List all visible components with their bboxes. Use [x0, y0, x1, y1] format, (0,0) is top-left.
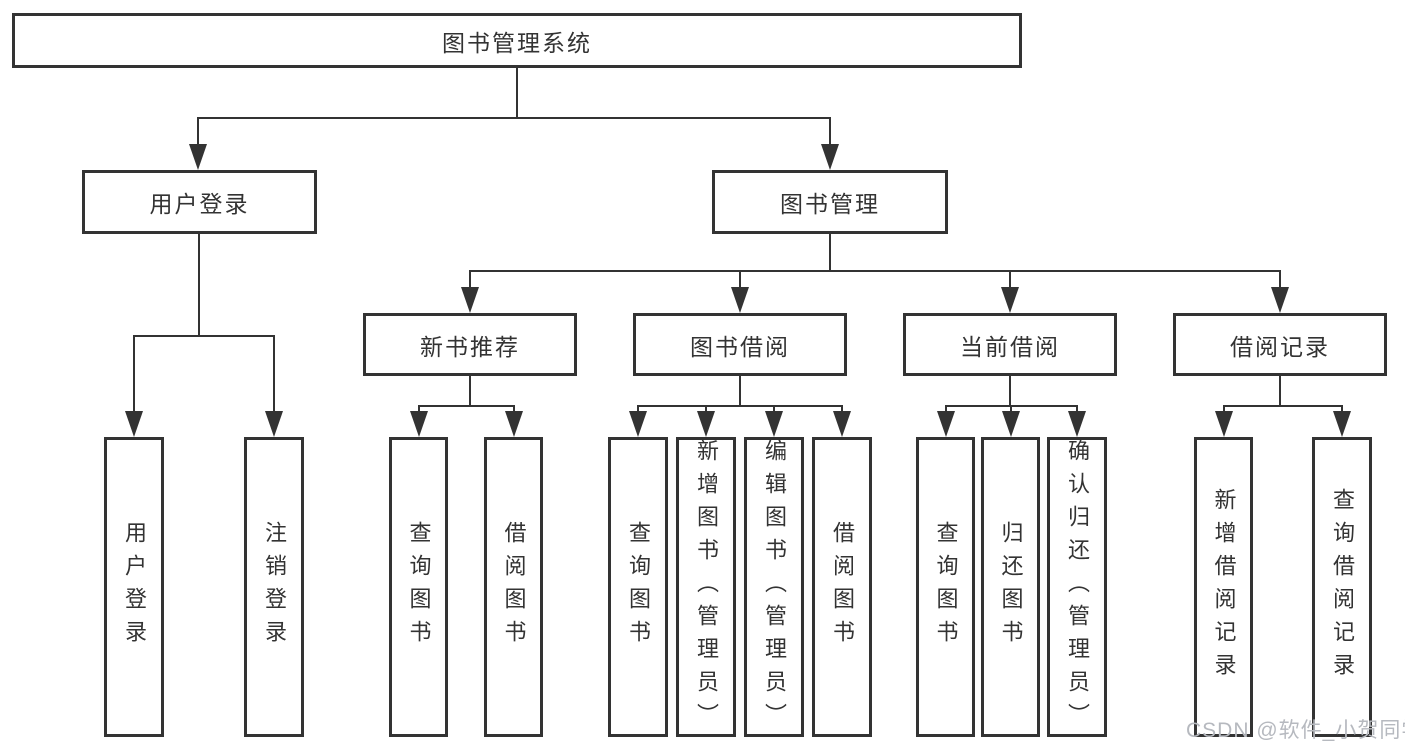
connector-user-login-stem: [198, 234, 200, 337]
arrowhead-down: [505, 411, 523, 437]
leaf-borrow-books-recommend: 借阅图书: [484, 437, 543, 737]
leaf-return-book-label: 归还图书: [998, 521, 1024, 653]
node-current-borrow: 当前借阅: [903, 313, 1117, 376]
connector-level3-rail: [469, 270, 1281, 272]
connector-drop: [418, 406, 420, 414]
leaf-add-book-admin-label: 新增图书（管理员）: [694, 438, 719, 736]
leaf-logout-label: 注销登录: [262, 521, 287, 653]
connector-drop-leaf-logout: [273, 336, 275, 413]
connector-level2-rail: [197, 117, 831, 119]
leaf-add-borrow-record-label: 新增借阅记录: [1211, 488, 1237, 686]
connector-new-book-stem: [469, 376, 471, 407]
connector-drop-user-login: [197, 118, 199, 146]
node-book-borrow-label: 图书借阅: [690, 333, 790, 360]
arrowhead-down: [697, 411, 715, 437]
connector-drop: [841, 406, 843, 414]
arrowhead-down: [1068, 411, 1086, 437]
node-current-borrow-label: 当前借阅: [960, 333, 1060, 360]
arrowhead-down: [1333, 411, 1351, 437]
node-user-login: 用户登录: [82, 170, 317, 234]
leaf-query-books-current-label: 查询图书: [933, 521, 959, 653]
connector-drop: [1223, 406, 1225, 414]
connector-drop: [637, 406, 639, 414]
leaf-borrow-books-label: 借阅图书: [830, 521, 855, 653]
leaf-return-book: 归还图书: [981, 437, 1040, 737]
arrowhead-down: [629, 411, 647, 437]
arrowhead-down: [833, 411, 851, 437]
arrowhead-down-leaf-logout: [265, 411, 283, 437]
arrowhead-down: [1215, 411, 1233, 437]
connector-drop-book-borrow: [739, 271, 741, 290]
leaf-confirm-return-admin: 确认归还（管理员）: [1047, 437, 1107, 737]
arrowhead-down: [937, 411, 955, 437]
connector-borrow-records-rail: [1223, 405, 1343, 407]
connector-drop: [1010, 406, 1012, 414]
connector-drop-current-borrow: [1009, 271, 1011, 290]
leaf-query-books-recommend-label: 查询图书: [406, 521, 432, 653]
connector-new-book-rail: [418, 405, 515, 407]
leaf-add-borrow-record: 新增借阅记录: [1194, 437, 1253, 737]
arrowhead-down-user-login: [189, 144, 207, 170]
connector-book-borrow-stem: [739, 376, 741, 407]
connector-drop-leaf-login: [133, 336, 135, 413]
node-book-borrow: 图书借阅: [633, 313, 847, 376]
connector-user-login-rail: [133, 335, 275, 337]
connector-drop: [1076, 406, 1078, 414]
connector-drop: [773, 406, 775, 414]
connector-drop: [1341, 406, 1343, 414]
csdn-watermark: CSDN @软件_小贺同学: [1186, 719, 1405, 742]
connector-drop-new-book: [469, 271, 471, 290]
arrowhead-down-current-borrow: [1001, 287, 1019, 313]
connector-borrow-records-stem: [1279, 376, 1281, 407]
connector-drop: [945, 406, 947, 414]
leaf-borrow-books-recommend-label: 借阅图书: [501, 521, 527, 653]
arrowhead-down: [410, 411, 428, 437]
leaf-query-books-recommend: 查询图书: [389, 437, 448, 737]
leaf-borrow-books: 借阅图书: [812, 437, 872, 737]
node-new-book-recommend: 新书推荐: [363, 313, 577, 376]
node-root: 图书管理系统: [12, 13, 1022, 68]
leaf-query-books-borrow: 查询图书: [608, 437, 668, 737]
arrowhead-down: [765, 411, 783, 437]
leaf-edit-book-admin-label: 编辑图书（管理员）: [762, 438, 787, 736]
arrowhead-down-book-management: [821, 144, 839, 170]
node-new-book-recommend-label: 新书推荐: [420, 333, 520, 360]
leaf-logout: 注销登录: [244, 437, 304, 737]
arrowhead-down-book-borrow: [731, 287, 749, 313]
node-book-management: 图书管理: [712, 170, 948, 234]
connector-book-management-stem: [829, 234, 831, 272]
node-book-management-label: 图书管理: [780, 191, 880, 217]
arrowhead-down: [1002, 411, 1020, 437]
connector-drop: [705, 406, 707, 414]
arrowhead-down-new-book: [461, 287, 479, 313]
node-user-login-label: 用户登录: [149, 191, 250, 217]
connector-current-borrow-stem: [1009, 376, 1011, 407]
leaf-query-books-current: 查询图书: [916, 437, 975, 737]
node-root-label: 图书管理系统: [442, 29, 592, 56]
connector-drop-borrow-records: [1279, 271, 1281, 290]
node-borrow-records-label: 借阅记录: [1230, 333, 1330, 360]
connector-drop: [513, 406, 515, 414]
leaf-edit-book-admin: 编辑图书（管理员）: [744, 437, 804, 737]
connector-root-stem: [516, 68, 518, 119]
arrowhead-down-leaf-login: [125, 411, 143, 437]
node-borrow-records: 借阅记录: [1173, 313, 1387, 376]
leaf-user-login: 用户登录: [104, 437, 164, 737]
leaf-confirm-return-admin-label: 确认归还（管理员）: [1065, 438, 1090, 736]
arrowhead-down-borrow-records: [1271, 287, 1289, 313]
leaf-user-login-label: 用户登录: [122, 521, 147, 653]
connector-book-borrow-rail: [637, 405, 843, 407]
connector-drop-book-management: [829, 118, 831, 146]
leaf-add-book-admin: 新增图书（管理员）: [676, 437, 736, 737]
leaf-query-borrow-record-label: 查询借阅记录: [1330, 488, 1355, 686]
leaf-query-books-borrow-label: 查询图书: [626, 521, 651, 653]
leaf-query-borrow-record: 查询借阅记录: [1312, 437, 1372, 737]
